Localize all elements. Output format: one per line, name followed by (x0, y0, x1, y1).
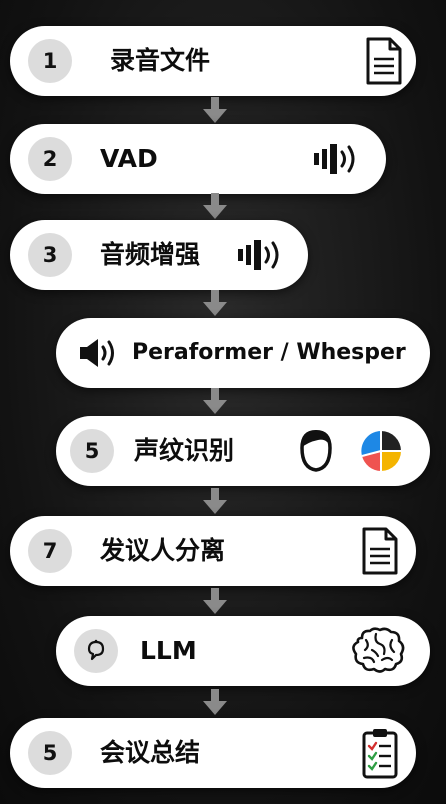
flow-arrow (203, 193, 227, 219)
step-number-badge: 5 (70, 429, 114, 473)
pie-chart-icon (361, 431, 401, 471)
speaker-icon (238, 240, 279, 270)
step-number-badge: 5 (28, 731, 72, 775)
ai-logo-icon (87, 639, 105, 661)
step-6-speaker-diarization: 7 发议人分离 (10, 516, 416, 586)
checklist-icon (362, 729, 398, 779)
flow-arrow (203, 388, 227, 414)
flow-arrow (203, 689, 227, 715)
step-number-badge: 2 (28, 137, 72, 181)
step-label: 发议人分离 (100, 536, 226, 565)
step-label: LLM (140, 636, 197, 665)
step-label: 会议总结 (100, 738, 201, 767)
step-label: 录音文件 (110, 46, 211, 75)
flow-arrow (203, 290, 227, 316)
step-5-voiceprint: 5 声纹识别 (56, 416, 430, 486)
person-head-icon (300, 430, 332, 472)
brain-icon (352, 627, 405, 673)
document-icon (362, 527, 398, 575)
flow-arrow (203, 488, 227, 514)
step-label: Peraformer / Whesper (132, 340, 406, 365)
step-4-asr-model: Peraformer / Whesper (56, 318, 430, 388)
step-8-meeting-summary: 5 会议总结 (10, 718, 416, 788)
document-icon (366, 37, 402, 85)
step-2-vad: 2 VAD (10, 124, 386, 194)
ai-logo-badge (74, 629, 118, 673)
step-label: 声纹识别 (134, 436, 235, 465)
flow-arrow (203, 588, 227, 614)
sound-wave-icon (314, 144, 355, 174)
step-number-badge: 3 (28, 233, 72, 277)
step-number-badge: 1 (28, 39, 72, 83)
step-label: 音频增强 (100, 240, 201, 269)
step-number-badge: 7 (28, 529, 72, 573)
step-label: VAD (100, 144, 158, 173)
step-7-llm: LLM (56, 616, 430, 686)
flow-arrow (203, 97, 227, 123)
step-1-recording-file: 1 录音文件 (10, 26, 416, 96)
speaker-icon (80, 339, 114, 367)
step-3-audio-enhance: 3 音频增强 (10, 220, 308, 290)
